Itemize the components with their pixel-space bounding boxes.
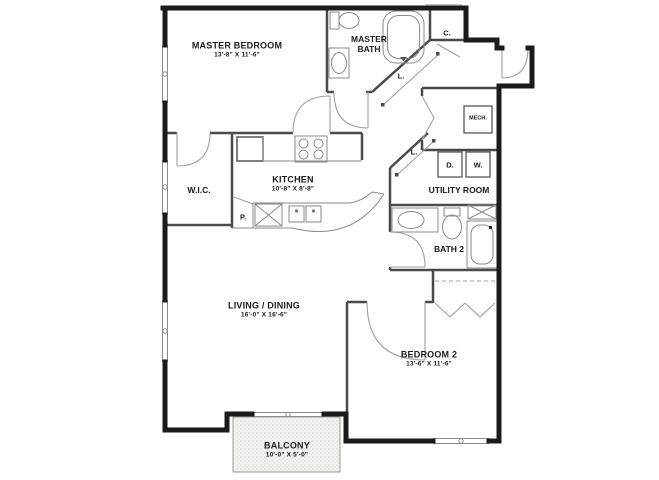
door-jambs (381, 52, 440, 177)
outer-walls (160, 5, 535, 444)
bedroom2-dims: 13'-6" X 11'-6" (406, 360, 452, 368)
master-bedroom-dims: 13'-8" X 11'-6" (214, 51, 260, 59)
balcony-floor (232, 416, 341, 473)
kitchen-dims: 10'-8" X 8'-8" (271, 185, 315, 193)
master-bedroom-door-arc (292, 95, 331, 134)
master-bedroom-label: MASTER BEDROOM 13'-8" X 11'-6" (192, 41, 282, 60)
kitchen-counter-bottom (252, 191, 385, 232)
washer-label: W. (473, 160, 483, 170)
master-bath-door-arc (333, 91, 369, 129)
utility-room-label: UTILITY ROOM (428, 184, 490, 195)
pantry-label: P. (239, 212, 247, 222)
dryer-label: D. (446, 160, 454, 170)
wic-door-arc (176, 132, 211, 167)
washer-box (465, 151, 491, 178)
pantry-door (233, 196, 254, 205)
master-bedroom-name: MASTER BEDROOM (191, 40, 283, 51)
bath2-shelf-icon (467, 204, 497, 220)
balcony-dims: 10'-0" X 5'-0" (265, 451, 309, 459)
bath2-bathtub-icon (466, 220, 498, 269)
kitchen-label: KITCHEN 10'-8" X 8'-8" (272, 175, 314, 194)
kitchen-name: KITCHEN (272, 174, 314, 185)
dryer-box (437, 151, 463, 178)
dishwasher-icon (254, 203, 283, 227)
linen-master-label: L. (397, 71, 405, 81)
bedroom2-closet-bifold (434, 302, 496, 318)
closet-c-label: C. (443, 28, 451, 38)
pantry-closet (232, 203, 254, 229)
linen-master-door (382, 54, 439, 106)
interior-walls (165, 8, 499, 441)
mech-label: MECH. (469, 115, 487, 122)
bath2-label: BATH 2 (433, 243, 465, 254)
wic-label: W.I.C. (187, 184, 211, 195)
c-closet-door (436, 43, 461, 58)
master-bath-name: MASTER BATH (351, 33, 387, 54)
balcony-name: BALCONY (264, 440, 310, 451)
master-toilet-icon (329, 11, 360, 30)
linen-hall-door (396, 140, 435, 176)
bath2-toilet-icon (442, 207, 462, 240)
bath2-door-arc (389, 231, 426, 268)
refrigerator-icon (236, 136, 264, 162)
kitchen-sink-icon (288, 205, 322, 223)
bedroom2-label: BEDROOM 2 13'-6" X 11'-6" (401, 350, 457, 369)
living-dining-name: LIVING / DINING (227, 300, 301, 311)
master-bathtub-icon (382, 10, 425, 64)
bedroom2-name: BEDROOM 2 (400, 349, 458, 360)
kitchen-counter-top (262, 137, 362, 162)
entry-door-arc (501, 47, 529, 79)
balcony-label: BALCONY 10'-0" X 5'-0" (264, 441, 310, 460)
stove-icon (294, 135, 328, 163)
master-vanity-sink-icon (328, 47, 350, 79)
living-dining-label: LIVING / DINING 16'-0" X 16'-6" (228, 301, 300, 320)
bath2-vanity-sink-icon (391, 207, 439, 233)
living-dining-dims: 16'-0" X 16'-6" (240, 311, 288, 319)
mech-bifold-door (421, 95, 435, 141)
linen-hall-label: L. (410, 147, 418, 157)
mech-box (463, 105, 493, 134)
master-bath-label: MASTER BATH (343, 34, 395, 54)
bedroom2-door-arc (366, 301, 426, 361)
